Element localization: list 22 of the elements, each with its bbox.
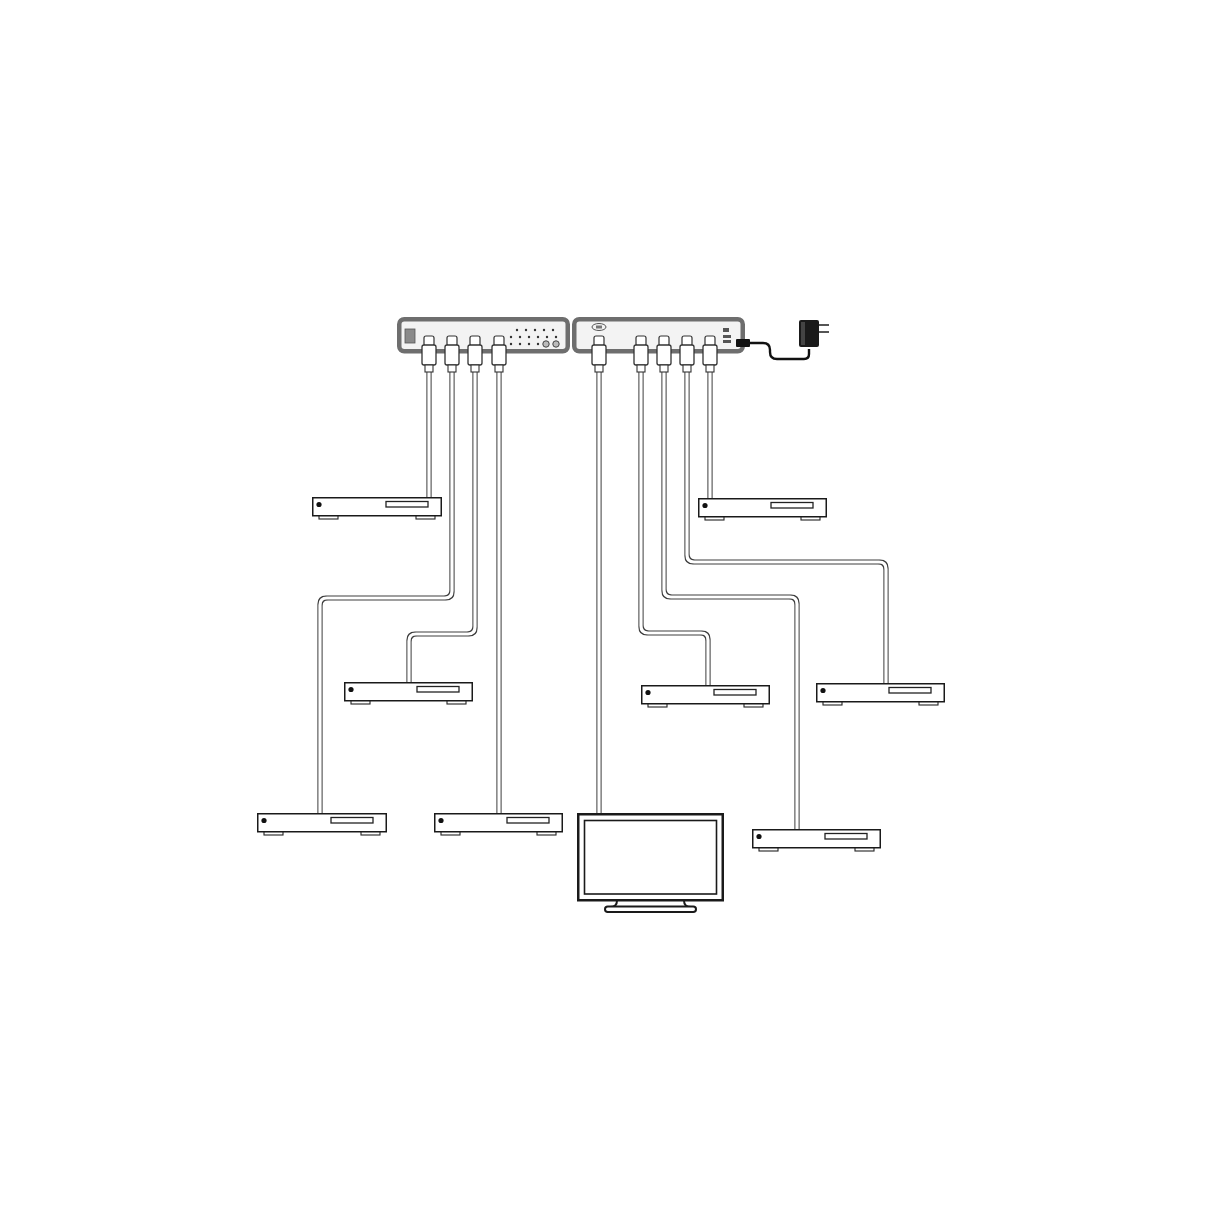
power-cord <box>750 341 811 361</box>
cable <box>318 372 454 813</box>
set-top-box <box>434 813 563 836</box>
power-adapter <box>798 318 830 349</box>
cable <box>639 372 710 685</box>
cable <box>407 372 477 682</box>
set-top-box <box>752 829 881 852</box>
cable <box>708 372 712 498</box>
cable <box>662 372 799 829</box>
tv-monitor <box>577 813 724 913</box>
cable <box>597 372 601 813</box>
switcher-rear-panel <box>572 317 750 372</box>
set-top-box <box>698 498 827 521</box>
cable <box>497 372 501 813</box>
set-top-box <box>344 682 473 705</box>
set-top-box <box>257 813 387 836</box>
set-top-box <box>816 683 945 706</box>
set-top-box <box>641 685 770 708</box>
cable <box>685 372 888 683</box>
switcher-front-panel <box>397 317 570 372</box>
set-top-box <box>312 497 442 520</box>
cable <box>427 372 431 497</box>
